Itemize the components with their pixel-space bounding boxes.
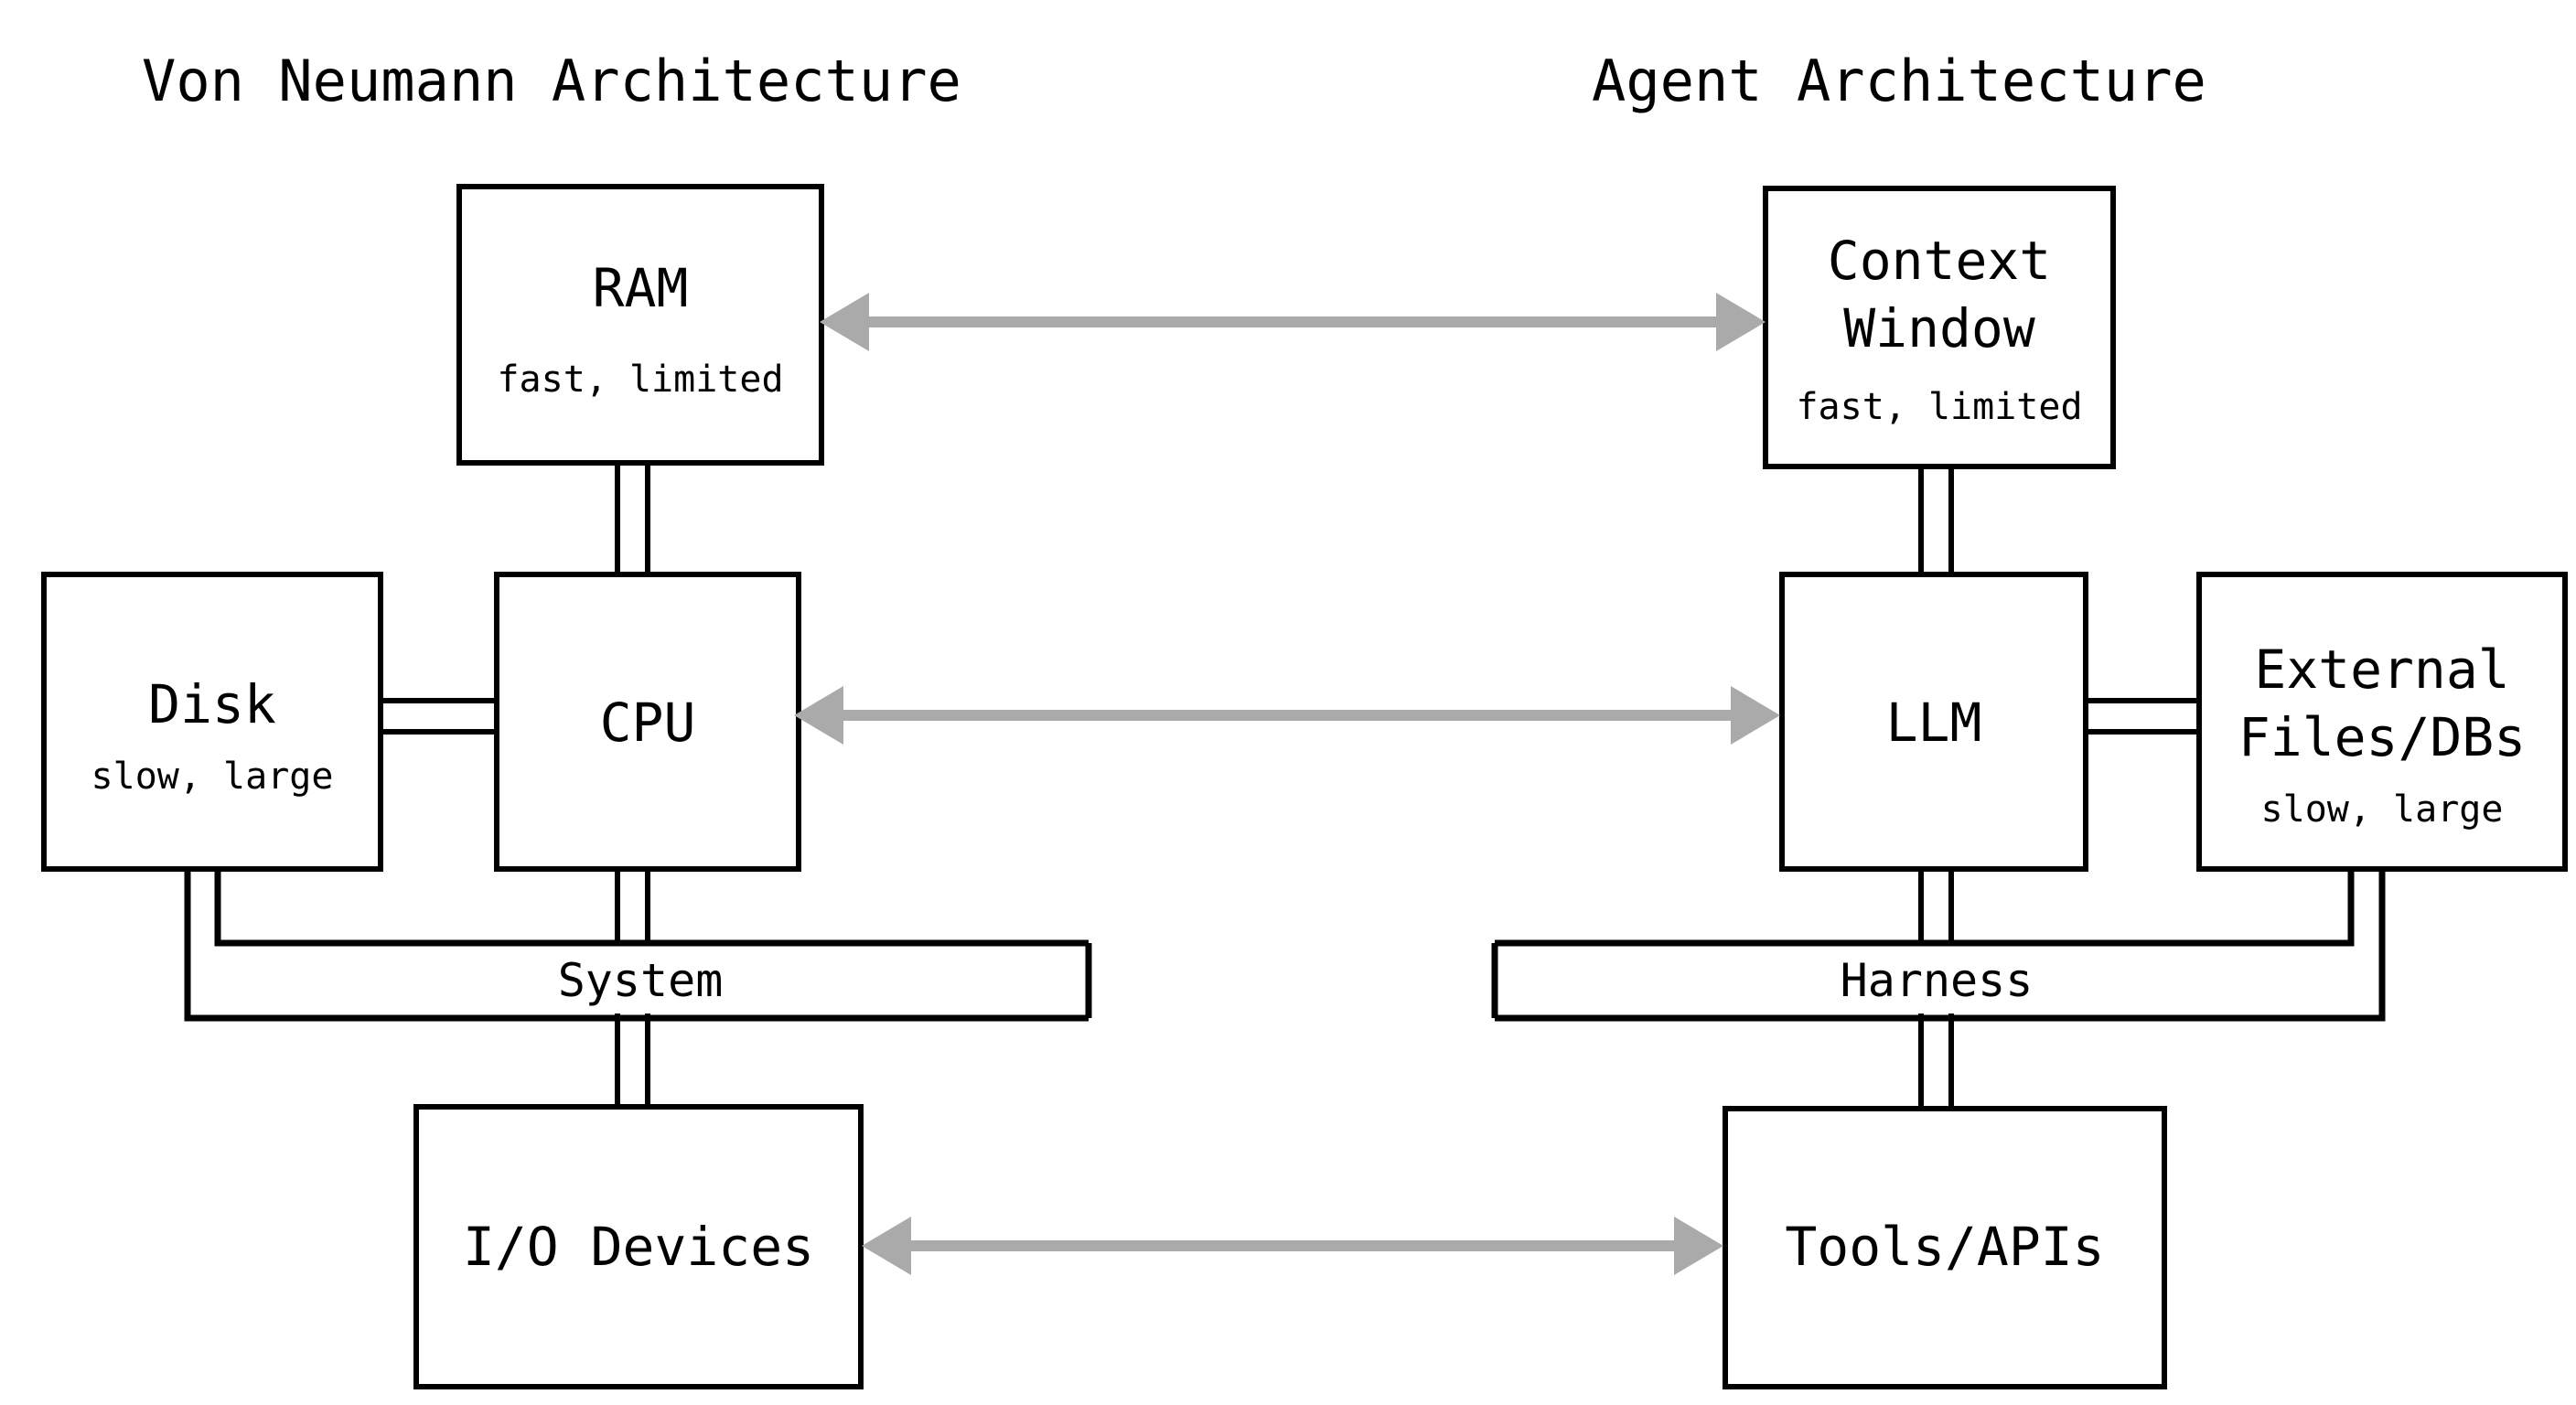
arrow-head-left bbox=[820, 293, 869, 351]
link-llm-harness bbox=[1918, 868, 1954, 946]
node-llm[interactable]: LLM bbox=[1779, 572, 2088, 872]
node-io-devices[interactable]: I/O Devices bbox=[413, 1104, 864, 1389]
node-context-window[interactable]: Context Window fast, limited bbox=[1763, 186, 2116, 469]
node-external-files-dbs[interactable]: External Files/DBs slow, large bbox=[2196, 572, 2568, 872]
arrow-head-right bbox=[1716, 293, 1766, 351]
system-bus: System bbox=[184, 868, 1092, 1022]
node-disk-label: Disk bbox=[148, 673, 276, 735]
node-external-label-line2: Files/DBs bbox=[2238, 706, 2526, 768]
node-ram-label: RAM bbox=[593, 257, 689, 319]
node-ram[interactable]: RAM fast, limited bbox=[456, 184, 824, 466]
node-disk[interactable]: Disk slow, large bbox=[41, 572, 383, 872]
node-llm-label: LLM bbox=[1886, 692, 1982, 754]
node-context-window-label-line2: Window bbox=[1843, 297, 2035, 359]
node-external-label-line1: External bbox=[2254, 638, 2509, 701]
node-context-window-sublabel: fast, limited bbox=[1796, 386, 2082, 428]
node-context-window-label-line1: Context bbox=[1828, 230, 2051, 292]
link-context-llm bbox=[1918, 467, 1954, 574]
node-external-sublabel: slow, large bbox=[2261, 788, 2504, 831]
node-cpu-label: CPU bbox=[600, 692, 696, 754]
node-ram-sublabel: fast, limited bbox=[497, 359, 783, 401]
node-tools-apis[interactable]: Tools/APIs bbox=[1723, 1106, 2167, 1389]
system-bus-label: System bbox=[558, 954, 724, 1007]
cross-link-ram-context bbox=[820, 293, 1766, 351]
cross-link-cpu-llm bbox=[794, 686, 1780, 745]
harness-bus: Harness bbox=[1491, 868, 2386, 1022]
link-ram-cpu bbox=[615, 462, 650, 574]
panel-title-agent: Agent Architecture bbox=[1592, 48, 2206, 114]
node-disk-sublabel: slow, large bbox=[91, 756, 334, 798]
node-tools-apis-label: Tools/APIs bbox=[1785, 1216, 2104, 1278]
link-llm-external bbox=[2086, 698, 2199, 735]
arrow-head-left bbox=[794, 686, 843, 745]
arrow-head-left bbox=[862, 1217, 911, 1275]
node-cpu[interactable]: CPU bbox=[494, 572, 801, 872]
link-system-io bbox=[615, 1014, 650, 1107]
link-cpu-system bbox=[615, 868, 650, 946]
link-harness-tools bbox=[1918, 1014, 1954, 1109]
link-disk-cpu bbox=[380, 698, 497, 735]
arrow-head-right bbox=[1731, 686, 1780, 745]
node-io-devices-label: I/O Devices bbox=[463, 1216, 814, 1278]
panel-title-von-neumann: Von Neumann Architecture bbox=[142, 48, 961, 114]
harness-bus-label: Harness bbox=[1841, 954, 2034, 1007]
arrow-head-right bbox=[1674, 1217, 1723, 1275]
cross-link-io-tools bbox=[862, 1217, 1723, 1275]
